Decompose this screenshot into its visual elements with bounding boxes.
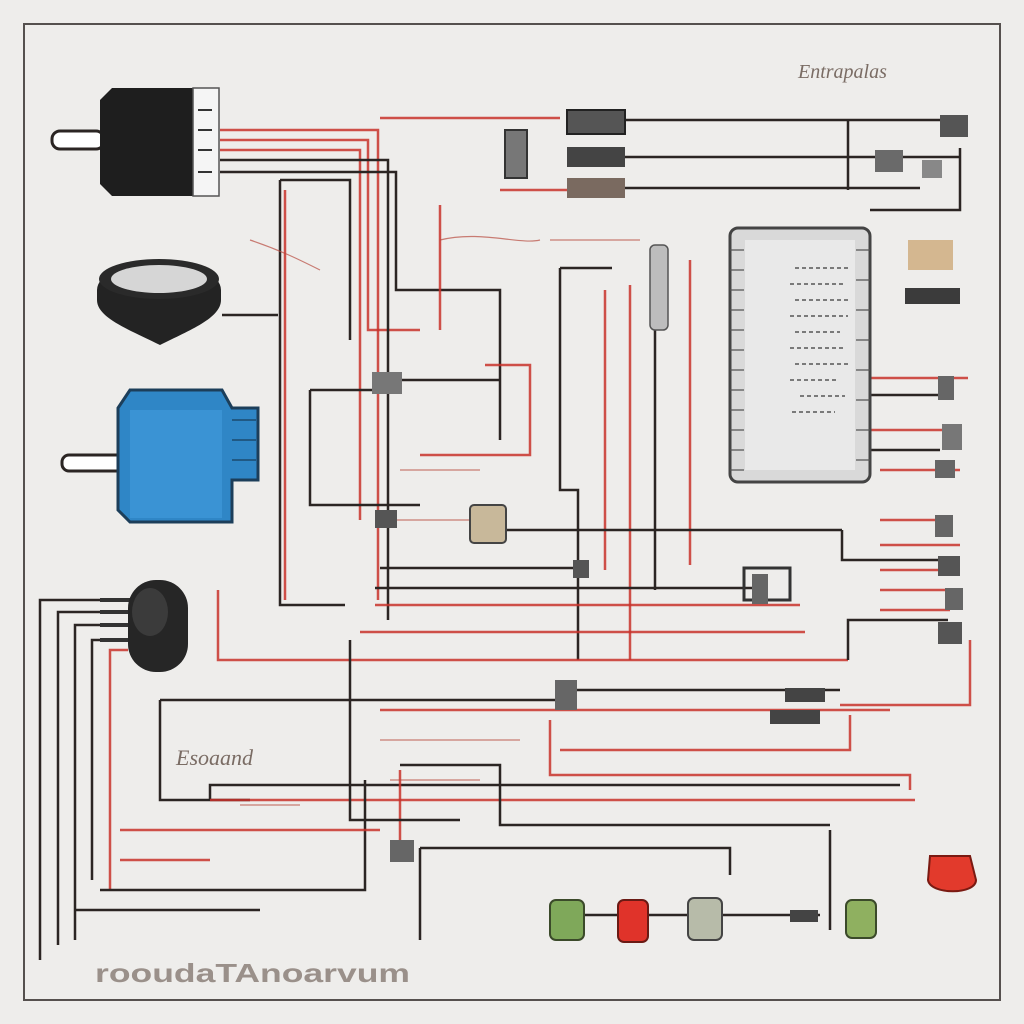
label-top-right: Entrapalas <box>797 61 887 83</box>
label-bottom: rooudaTAnoarvum <box>95 958 410 988</box>
relay-icon <box>60 388 260 524</box>
connector-icon <box>372 244 825 862</box>
connector-icon <box>935 376 963 644</box>
label-left-mid: Esoaand <box>175 745 254 770</box>
connector-icon <box>100 580 188 672</box>
connector-icon <box>504 109 968 304</box>
relay-icon <box>50 87 220 197</box>
fuse-icon <box>549 855 978 943</box>
panel-icon <box>728 226 872 484</box>
diagram-frame <box>23 23 1001 1001</box>
wire-network <box>38 116 972 960</box>
gauge-icon <box>97 259 221 345</box>
